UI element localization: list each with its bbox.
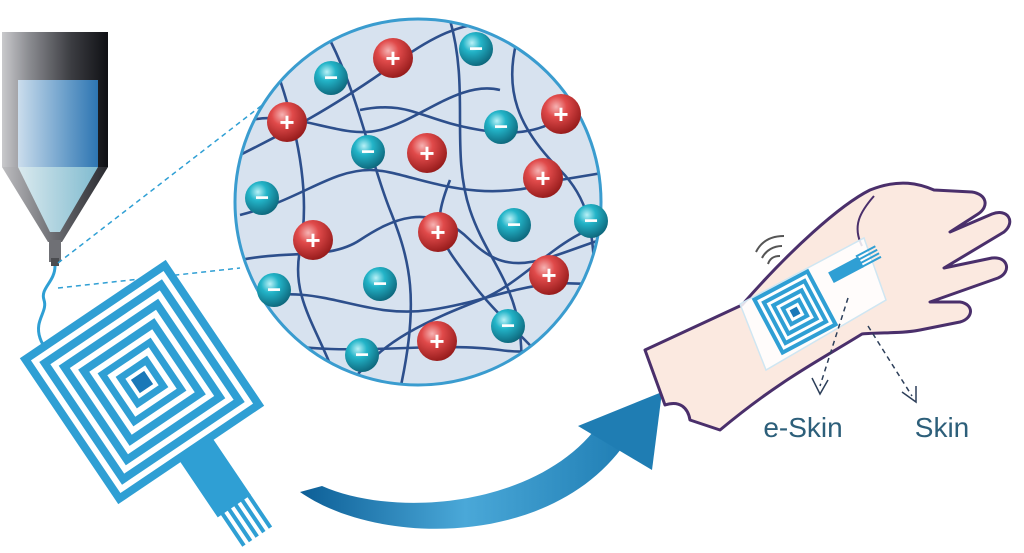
svg-text:+: + <box>553 99 568 129</box>
svg-text:−: − <box>255 185 269 212</box>
magnified-circle <box>235 19 601 385</box>
anion-ion: − <box>363 267 397 301</box>
cation-ion: + <box>267 102 307 142</box>
callouts: e-Skin Skin <box>763 297 969 443</box>
cation-ion: + <box>529 255 569 295</box>
coil-spiral <box>19 259 265 505</box>
skin-label: Skin <box>915 412 969 443</box>
magnified-view: + + + + + + + + + − − − − − − − − − − − <box>233 17 608 387</box>
anion-ion: − <box>484 110 518 144</box>
cation-ion: + <box>523 158 563 198</box>
svg-text:−: − <box>501 313 515 340</box>
eskin-label: e-Skin <box>763 412 842 443</box>
coil-connector <box>178 437 273 547</box>
anion-ion: − <box>574 204 608 238</box>
svg-text:+: + <box>279 107 294 137</box>
anion-ion: − <box>351 135 385 169</box>
nozzle-icon <box>2 32 108 266</box>
svg-text:+: + <box>385 43 400 73</box>
eskin-coil <box>751 268 839 356</box>
anion-ion: − <box>314 61 348 95</box>
hand-illustration <box>643 181 1012 432</box>
anions: − − − − − − − − − − − <box>245 32 608 372</box>
svg-text:−: − <box>361 139 375 166</box>
svg-text:+: + <box>305 225 320 255</box>
cation-ion: + <box>418 212 458 252</box>
svg-text:−: − <box>324 65 338 92</box>
printed-coil <box>19 259 265 505</box>
printer-nozzle <box>2 32 108 362</box>
svg-text:−: − <box>373 271 387 298</box>
svg-text:−: − <box>507 212 521 239</box>
cation-ion: + <box>293 220 333 260</box>
anion-ion: − <box>459 32 493 66</box>
transfer-arrow <box>300 392 662 529</box>
cation-ion: + <box>417 321 457 361</box>
anion-ion: − <box>345 338 379 372</box>
svg-text:−: − <box>584 208 598 235</box>
cation-ion: + <box>541 94 581 134</box>
svg-text:+: + <box>535 163 550 193</box>
eskin-connector <box>828 245 882 284</box>
cation-ion: + <box>373 38 413 78</box>
svg-text:−: − <box>355 342 369 369</box>
svg-text:−: − <box>267 277 281 304</box>
wireless-signal-icon <box>755 235 785 265</box>
cation-ion: + <box>407 133 447 173</box>
skin-pointer <box>867 325 917 404</box>
anion-ion: − <box>257 273 291 307</box>
magnified-circle-border <box>233 17 603 387</box>
svg-text:+: + <box>541 260 556 290</box>
anion-ion: − <box>491 309 525 343</box>
anion-ion: − <box>497 208 531 242</box>
svg-text:+: + <box>429 326 444 356</box>
svg-text:+: + <box>419 138 434 168</box>
svg-text:−: − <box>469 36 483 63</box>
svg-text:+: + <box>430 217 445 247</box>
anion-ion: − <box>245 181 279 215</box>
cations: + + + + + + + + + <box>267 38 581 361</box>
svg-text:−: − <box>494 114 508 141</box>
eskin-pointer <box>811 297 849 396</box>
